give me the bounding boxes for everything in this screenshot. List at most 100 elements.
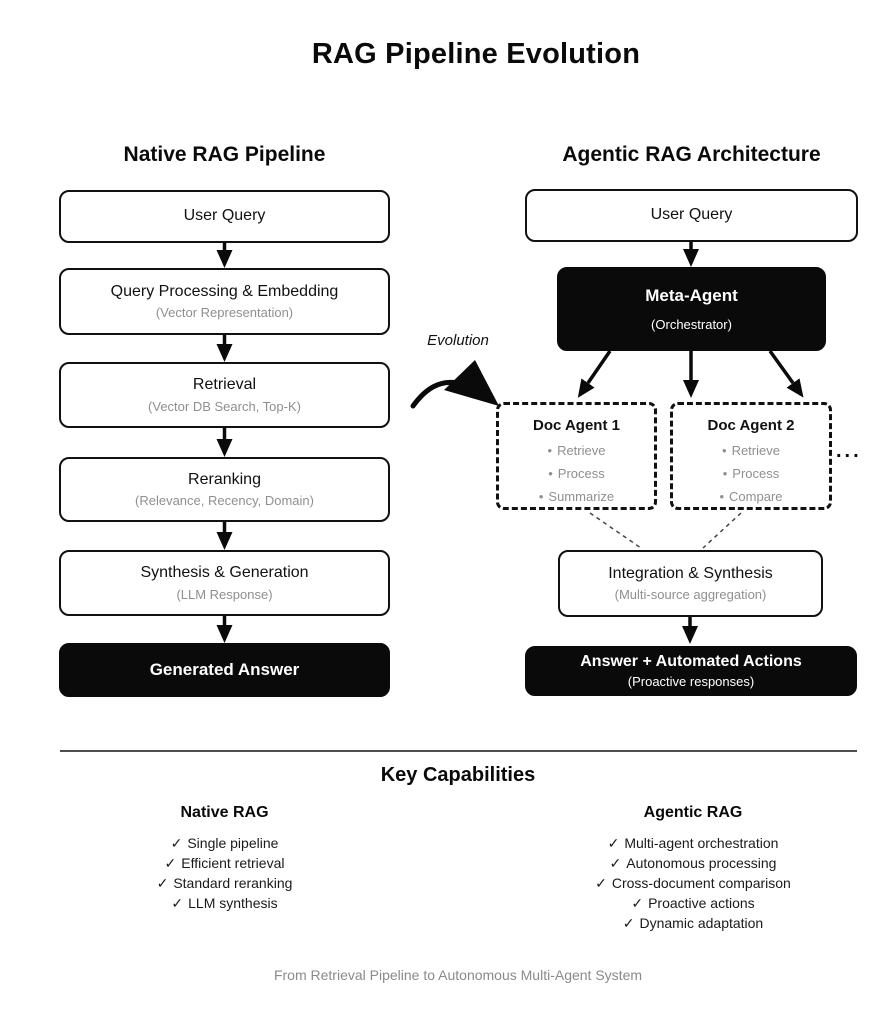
check-icon: ✓ [607, 834, 620, 851]
check-icon: ✓ [171, 894, 184, 911]
doc-agent-bullet-list: • Retrieve • Process • Summarize [539, 443, 614, 504]
node-sublabel: (Proactive responses) [627, 673, 755, 689]
list-item-text: Standard reranking [173, 875, 293, 891]
page-title: RAG Pipeline Evolution [311, 38, 641, 70]
list-item: ✓ Dynamic adaptation [523, 913, 863, 933]
node-label: Answer + Automated Actions [580, 653, 802, 671]
check-icon: ✓ [164, 854, 177, 871]
list-item-text: Multi-agent orchestration [624, 835, 779, 851]
doc-agent-bullet: • Retrieve [719, 443, 782, 458]
check-icon: ✓ [609, 854, 622, 871]
node-label: User Query [183, 207, 266, 225]
dashed-connector-line [589, 512, 642, 549]
node-label: Reranking [188, 470, 261, 488]
bullet-icon: • [719, 489, 725, 504]
bullet-text: Retrieve [731, 443, 780, 458]
node-sublabel: (Vector Representation) [155, 305, 294, 321]
node-generated-answer: Generated Answer [59, 643, 390, 697]
evolution-label: Evolution [427, 332, 489, 349]
doc-agent-bullet: • Summarize [539, 489, 614, 504]
doc-agent-bullet: • Compare [719, 489, 782, 504]
node-label: User Query [650, 206, 733, 224]
native-rag-list: ✓ Single pipeline ✓ Efficient retrieval … [59, 833, 390, 913]
doc-agent-title: Doc Agent 1 [533, 417, 620, 434]
list-item: ✓ Efficient retrieval [59, 853, 390, 873]
evolution-arrowhead-icon [444, 360, 499, 406]
evolution-arrow [410, 360, 499, 409]
agentic-rag-list: ✓ Multi-agent orchestration ✓ Autonomous… [523, 833, 863, 933]
list-item: ✓ Cross-document comparison [523, 873, 863, 893]
list-item: ✓ Multi-agent orchestration [523, 833, 863, 853]
bullet-text: Process [557, 466, 605, 481]
list-item-text: Cross-document comparison [611, 875, 791, 891]
node-label: Integration & Synthesis [608, 564, 773, 582]
node-retrieval: Retrieval (Vector DB Search, Top-K) [59, 362, 390, 428]
agentic-architecture-heading: Agentic RAG Architecture [562, 143, 821, 166]
native-rag-subheading: Native RAG [180, 804, 269, 821]
bullet-text: Compare [729, 489, 783, 504]
agentic-rag-capabilities: Agentic RAG ✓ Multi-agent orchestration … [523, 804, 863, 933]
node-sublabel: (Vector DB Search, Top-K) [148, 398, 301, 414]
list-item: ✓ Proactive actions [523, 893, 863, 913]
node-sublabel: (Multi-source aggregation) [614, 587, 767, 603]
list-item: ✓ LLM synthesis [59, 893, 390, 913]
node-query-processing: Query Processing & Embedding (Vector Rep… [59, 268, 390, 335]
native-rag-capabilities: Native RAG ✓ Single pipeline ✓ Efficient… [59, 804, 390, 913]
bullet-icon: • [548, 466, 553, 481]
section-divider [60, 750, 857, 752]
doc-agent-bullet: • Retrieve [539, 443, 614, 458]
list-item: ✓ Standard reranking [59, 873, 390, 893]
node-doc-agent-1: Doc Agent 1 • Retrieve • Process • Summa… [496, 402, 657, 510]
node-meta-agent: Meta-Agent (Orchestrator) [557, 267, 826, 351]
arrow-diagonal-left-icon [577, 350, 612, 398]
footer-caption: From Retrieval Pipeline to Autonomous Mu… [273, 967, 643, 983]
doc-agent-bullet: • Process [719, 466, 782, 481]
bullet-text: Summarize [548, 489, 615, 504]
list-item-text: Proactive actions [648, 895, 755, 911]
check-icon: ✓ [170, 834, 183, 851]
native-pipeline-heading: Native RAG Pipeline [123, 143, 326, 166]
node-user-query-agentic: User Query [525, 189, 858, 242]
check-icon: ✓ [156, 874, 169, 891]
list-item-text: Single pipeline [187, 835, 279, 851]
list-item-text: Efficient retrieval [181, 855, 285, 871]
node-answer-automated-actions: Answer + Automated Actions (Proactive re… [525, 646, 857, 696]
node-user-query-native: User Query [59, 190, 390, 243]
node-sublabel: (Orchestrator) [651, 316, 732, 332]
list-item-text: Autonomous processing [626, 855, 777, 871]
bullet-text: Retrieve [557, 443, 606, 458]
doc-agent-bullet: • Process [539, 466, 614, 481]
node-label: Meta-Agent [645, 286, 738, 306]
doc-agent-title: Doc Agent 2 [707, 417, 795, 434]
list-item-text: Dynamic adaptation [639, 915, 764, 931]
doc-agent-bullet-list: • Retrieve • Process • Compare [719, 443, 782, 504]
node-sublabel: (Relevance, Recency, Domain) [135, 493, 314, 509]
list-item: ✓ Single pipeline [59, 833, 390, 853]
dashed-connector-line [702, 512, 742, 549]
dashed-connectors [589, 512, 742, 549]
evolution-curve [410, 379, 461, 409]
bullet-icon: • [722, 466, 728, 481]
node-doc-agent-2: Doc Agent 2 • Retrieve • Process • Compa… [670, 402, 832, 510]
node-label: Generated Answer [149, 660, 300, 680]
agentic-rag-subheading: Agentic RAG [643, 804, 743, 821]
check-icon: ✓ [631, 894, 644, 911]
more-agents-ellipsis: ... [836, 440, 862, 462]
list-item: ✓ Autonomous processing [523, 853, 863, 873]
node-reranking: Reranking (Relevance, Recency, Domain) [59, 457, 390, 522]
node-label: Retrieval [192, 376, 257, 394]
bullet-icon: • [538, 489, 544, 504]
node-sublabel: (LLM Response) [176, 586, 273, 602]
node-integration-synthesis: Integration & Synthesis (Multi-source ag… [558, 550, 823, 617]
node-label: Query Processing & Embedding [110, 282, 339, 300]
check-icon: ✓ [622, 914, 635, 931]
arrow-diagonal-right-icon [768, 349, 804, 398]
bullet-text: Process [732, 466, 780, 481]
bullet-icon: • [547, 443, 553, 458]
bullet-icon: • [722, 443, 727, 458]
list-item-text: LLM synthesis [188, 895, 278, 911]
check-icon: ✓ [595, 874, 607, 891]
node-synthesis-generation: Synthesis & Generation (LLM Response) [59, 550, 390, 616]
key-capabilities-heading: Key Capabilities [380, 764, 536, 786]
